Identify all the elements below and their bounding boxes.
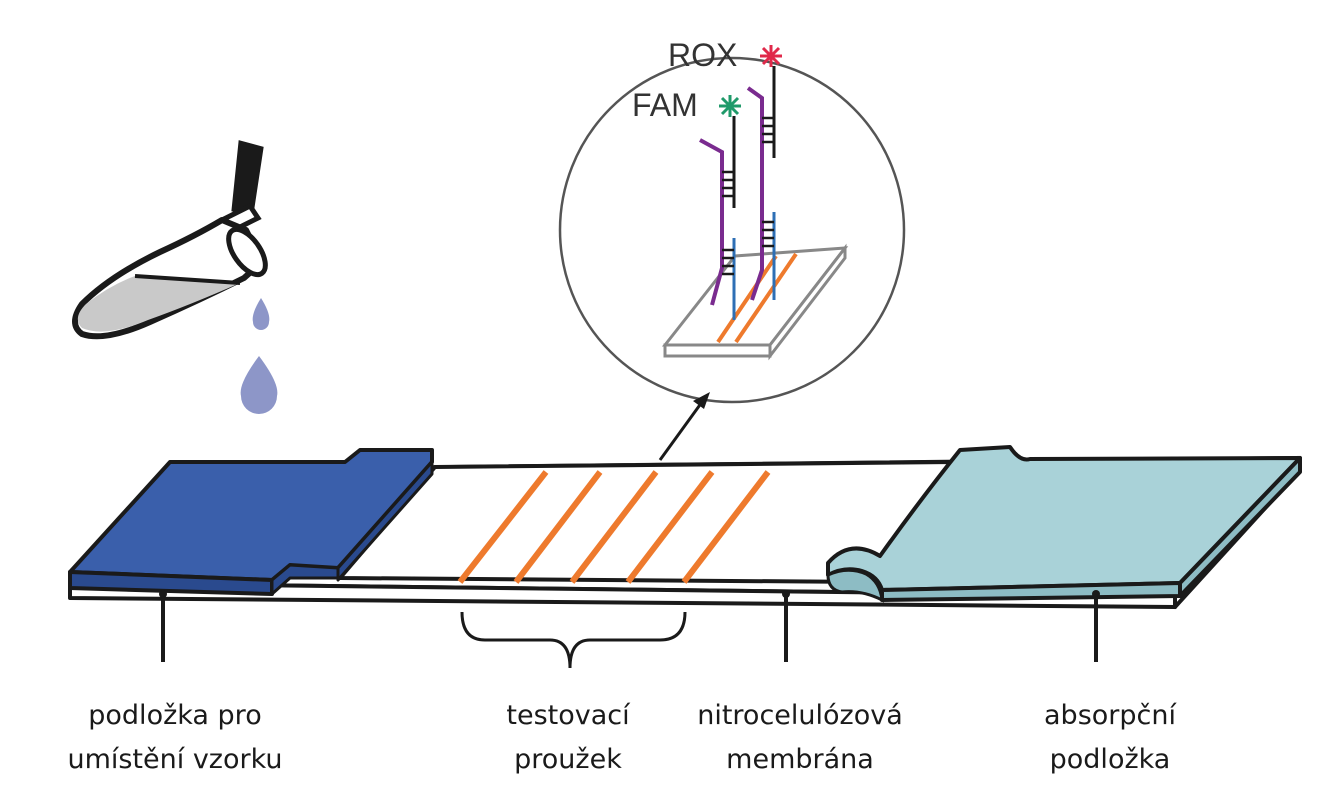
test-line	[513, 470, 603, 584]
pipette-tube-icon	[72, 140, 268, 340]
test-line	[457, 470, 549, 584]
sample-pad	[68, 448, 434, 596]
test-line	[681, 470, 771, 584]
fam-label: FAM	[632, 87, 698, 123]
test-strip-brace	[460, 611, 687, 669]
pointers	[159, 590, 1100, 662]
rox-probe-complex	[746, 45, 782, 301]
droplet-icon	[252, 298, 270, 330]
rox-label: ROX	[668, 37, 737, 73]
membrane-label-line2: membrána	[726, 744, 874, 775]
test-line	[569, 470, 659, 584]
inset-test-line	[716, 254, 778, 344]
test-strip-label-line2: proužek	[514, 744, 622, 775]
fam-probe-complex	[699, 95, 741, 320]
zoom-inset: ROX FAM	[558, 37, 906, 404]
membrane-label-line1: nitrocelulózová	[697, 700, 903, 731]
test-lines	[457, 470, 771, 584]
absorbent-pad	[826, 445, 1302, 603]
droplet-icon	[240, 356, 278, 414]
fluorophore-star-icon	[719, 95, 741, 117]
absorbent-label-line2: podložka	[1050, 744, 1171, 775]
fluorophore-star-icon	[760, 45, 782, 67]
inset-test-line	[734, 252, 798, 344]
absorbent-label-line1: absorpční	[1044, 700, 1177, 731]
lateral-flow-strip	[68, 445, 1302, 609]
test-line	[625, 470, 715, 584]
test-strip-label-line1: testovací	[506, 700, 631, 731]
sample-pad-label-line2: umístění vzorku	[67, 744, 282, 775]
zoom-arrow	[658, 392, 710, 461]
sample-pad-label-line1: podložka pro	[88, 700, 261, 731]
